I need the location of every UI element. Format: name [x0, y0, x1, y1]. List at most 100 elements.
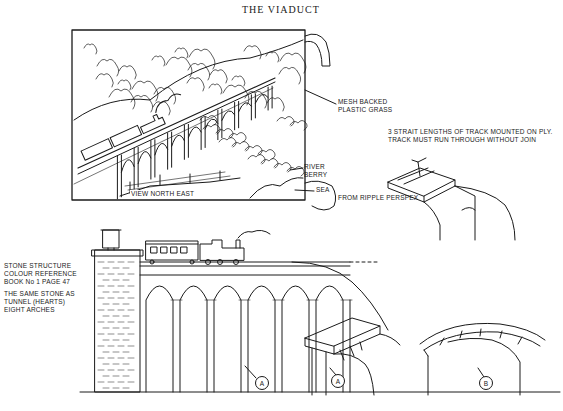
tree-scribble — [131, 95, 153, 112]
tree-scribble — [175, 48, 188, 58]
pier — [184, 125, 185, 159]
leader-line — [305, 90, 336, 104]
tree-scribble — [189, 49, 215, 69]
stone-mark — [128, 334, 134, 335]
stone-mark — [98, 310, 104, 311]
pier — [138, 147, 139, 187]
tree-scribble — [84, 44, 97, 54]
tree-scribble — [166, 57, 192, 77]
stone-mark — [103, 280, 109, 281]
arch — [155, 143, 168, 155]
stone-mark — [118, 286, 124, 287]
note-label: STONE STRUCTURE COLOUR REFERENCE BOOK No… — [4, 262, 78, 286]
stone-mark — [98, 370, 104, 371]
callout-circle: A — [331, 374, 345, 388]
note-label: 3 STRAIT LENGTHS OF TRACK MOUNTED ON PLY… — [388, 128, 558, 144]
note-label: FROM RIPPLE PERSPEX — [338, 194, 418, 202]
pier — [238, 101, 239, 127]
stone-mark — [103, 340, 109, 341]
stone-mark — [128, 346, 134, 347]
diagram-title: THE VIADUCT — [242, 4, 320, 15]
stone-mark — [103, 364, 109, 365]
pier — [134, 148, 135, 189]
perspective-sketch — [74, 40, 307, 199]
stone-mark — [113, 268, 119, 269]
stone-mark — [113, 376, 119, 377]
tree-scribble — [232, 76, 245, 86]
pier — [268, 87, 269, 110]
stone-mark — [123, 304, 129, 305]
stone-mark — [118, 346, 124, 347]
stone-mark — [128, 274, 134, 275]
stone-mark — [118, 358, 124, 359]
pier — [234, 102, 235, 129]
stone-mark — [128, 358, 134, 359]
stone-mark — [108, 334, 114, 335]
track-line — [74, 88, 273, 184]
stone-mark — [108, 382, 114, 383]
viaduct-deck — [78, 82, 275, 174]
arch — [239, 102, 252, 111]
arch — [121, 160, 134, 173]
note-label: THE SAME STONE AS TUNNEL (HEARTS) EIGHT … — [4, 290, 78, 314]
train-elevation — [146, 230, 270, 264]
stone-mark — [98, 286, 104, 287]
fence — [125, 172, 230, 190]
stone-mark — [123, 292, 129, 293]
tree-scribble — [132, 81, 158, 101]
stone-mark — [98, 322, 104, 323]
tree-scribble — [244, 46, 261, 59]
stone-mark — [118, 310, 124, 311]
stone-mark — [103, 388, 109, 389]
stone-mark — [123, 340, 129, 341]
arch — [146, 286, 173, 392]
stone-mark — [98, 334, 104, 335]
callout-circle: A — [255, 376, 269, 390]
tree-scribble — [210, 70, 227, 83]
stone-mark — [103, 292, 109, 293]
stone-mark — [113, 340, 119, 341]
stone-mark — [118, 274, 124, 275]
stone-mark — [118, 262, 124, 263]
arch — [255, 94, 268, 103]
bush-scribble — [248, 155, 265, 165]
bush-scribble — [277, 117, 294, 127]
stone-mark — [118, 382, 124, 383]
tree-scribble — [223, 85, 249, 105]
tree-scribble — [96, 74, 113, 87]
tree-scribble — [187, 78, 204, 91]
note-label: SEA — [316, 186, 330, 194]
stone-mark — [113, 388, 119, 389]
pier — [205, 117, 206, 148]
stone-mark — [128, 322, 134, 323]
stone-mark — [113, 292, 119, 293]
tunnel-portal — [305, 34, 330, 66]
stone-mark — [118, 370, 124, 371]
stone-mark — [123, 352, 129, 353]
stone-mark — [108, 322, 114, 323]
tree-scribble — [209, 84, 222, 94]
tree-scribble — [280, 53, 306, 73]
stone-mark — [108, 274, 114, 275]
stone-mark — [128, 382, 134, 383]
leader-line — [295, 190, 314, 191]
pier — [221, 109, 222, 138]
stone-mark — [98, 274, 104, 275]
dashed-line — [350, 262, 380, 263]
stone-mark — [98, 262, 104, 263]
stone-mark — [113, 316, 119, 317]
stone-mark — [98, 298, 104, 299]
stone-mark — [128, 286, 134, 287]
stone-mark — [98, 382, 104, 383]
stone-mark — [113, 304, 119, 305]
stone-mark — [103, 304, 109, 305]
stone-mark — [108, 262, 114, 263]
stone-mark — [103, 328, 109, 329]
pier — [117, 156, 118, 199]
tree-scribble — [266, 52, 279, 62]
stone-mark — [113, 328, 119, 329]
train-sketch — [76, 92, 189, 160]
stone-mark — [128, 370, 134, 371]
